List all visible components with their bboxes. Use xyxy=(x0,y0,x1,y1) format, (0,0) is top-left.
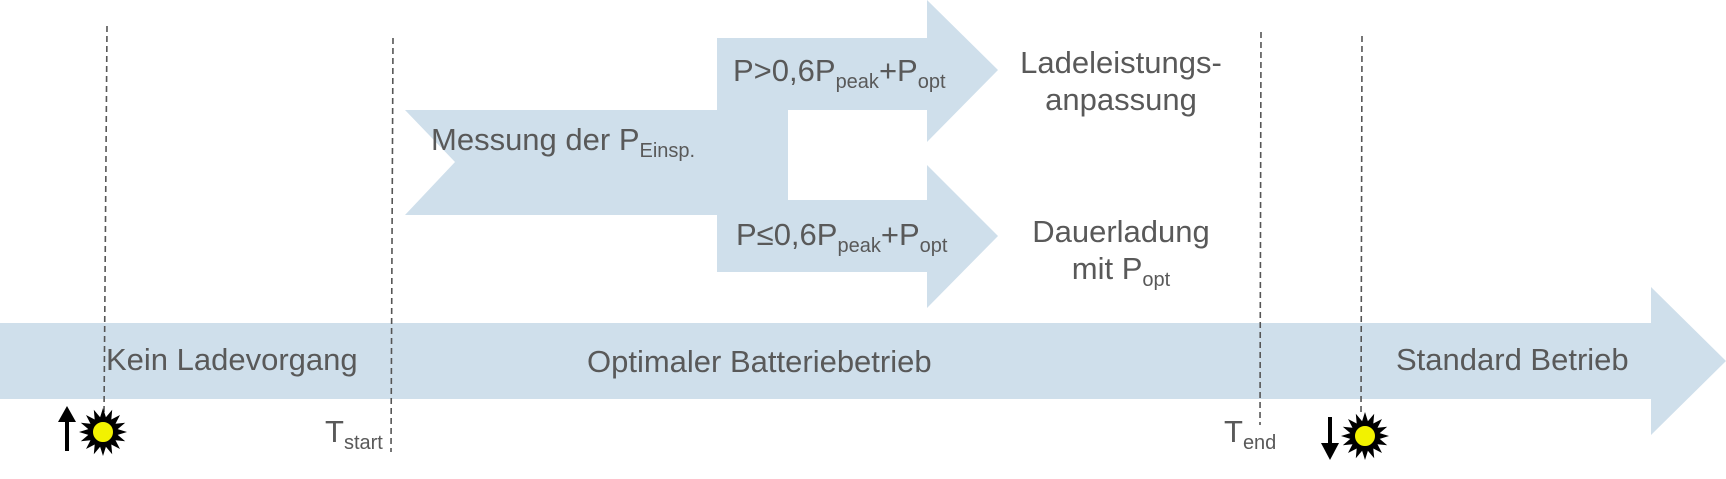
t-end-sub: end xyxy=(1242,432,1277,454)
sun-core xyxy=(91,420,115,444)
label-no-charge-text: Kein Ladevorgang xyxy=(106,342,358,377)
label-measurement: Messung der PEinsp. xyxy=(431,121,695,161)
measure-sub: Einsp. xyxy=(639,140,696,162)
sun-core xyxy=(1353,424,1377,448)
t-start-main: T xyxy=(325,414,344,449)
cond-high-s1: peak xyxy=(835,71,879,93)
t-end-marker-line xyxy=(1259,31,1262,426)
result-high-line2: anpassung xyxy=(1045,82,1197,118)
label-result-high: Ladeleistungs- anpassung xyxy=(1002,44,1240,118)
cond-low-p1: P≤0,6P xyxy=(736,217,838,252)
label-optimal-operation: Optimaler Batteriebetrieb xyxy=(587,343,932,380)
branch-arrow-high xyxy=(717,0,998,142)
result-low-line1: Dauerladung xyxy=(1032,214,1210,249)
label-optimal-text: Optimaler Batteriebetrieb xyxy=(587,344,932,379)
sunrise-marker-line xyxy=(103,25,108,416)
label-condition-low: P≤0,6Ppeak+Popt xyxy=(736,216,947,256)
arrow-up-head xyxy=(58,406,76,422)
branch-arrow-low xyxy=(717,165,998,308)
cond-low-s2: opt xyxy=(919,235,948,257)
label-no-charge: Kein Ladevorgang xyxy=(106,341,358,378)
measure-text: Messung der P xyxy=(431,122,640,157)
result-low-line2-sub: opt xyxy=(1142,269,1171,292)
sunrise-icon xyxy=(58,406,127,456)
cond-low-s1: peak xyxy=(837,235,881,257)
result-low-line2: mit Popt xyxy=(1002,250,1240,290)
t-start-sub: start xyxy=(343,432,383,454)
cond-high-s2: opt xyxy=(917,71,946,93)
label-condition-high: P>0,6Ppeak+Popt xyxy=(733,52,946,92)
arrow-down-head xyxy=(1321,443,1339,460)
timeline-arrow xyxy=(0,287,1726,435)
result-high-line1: Ladeleistungs- xyxy=(1020,45,1222,80)
sunset-marker-line xyxy=(1360,35,1363,416)
t-end-main: T xyxy=(1224,414,1243,449)
label-t-end: Tend xyxy=(1224,413,1276,453)
sunset-icon xyxy=(1321,412,1389,460)
measurement-arrow xyxy=(405,110,788,215)
label-result-low: Dauerladung mit Popt xyxy=(1002,213,1240,290)
result-low-line2-text: mit P xyxy=(1071,251,1143,287)
label-standard-text: Standard Betrieb xyxy=(1396,342,1629,377)
cond-low-p2: +P xyxy=(880,217,920,252)
label-standard-operation: Standard Betrieb xyxy=(1396,341,1629,378)
label-t-start: Tstart xyxy=(325,413,383,453)
t-start-marker-line xyxy=(390,37,394,453)
cond-high-p1: P>0,6P xyxy=(733,53,836,88)
cond-high-p2: +P xyxy=(878,53,918,88)
